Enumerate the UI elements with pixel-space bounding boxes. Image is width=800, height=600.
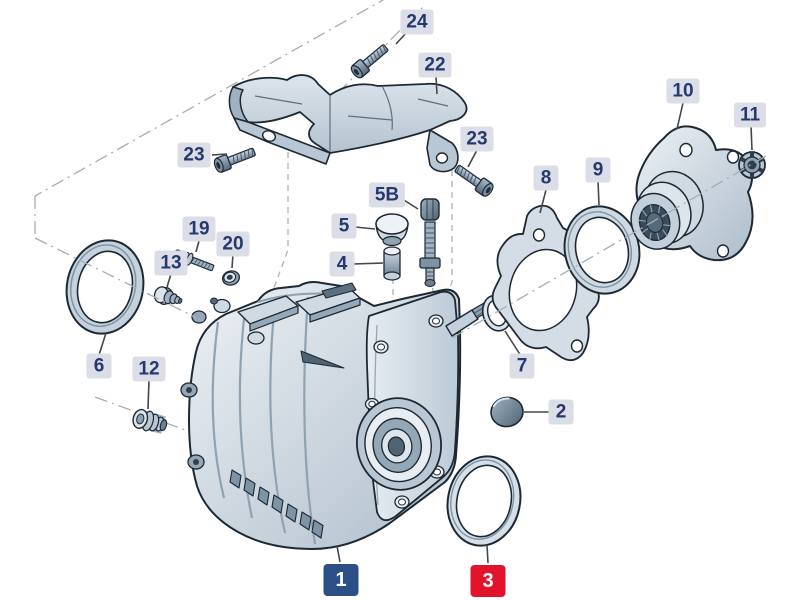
- callout-10[interactable]: 10: [666, 78, 700, 104]
- callout-11[interactable]: 11: [733, 102, 767, 128]
- part-washer-20: [221, 270, 241, 286]
- callout-3[interactable]: 3: [470, 565, 506, 597]
- part-screw-24: [348, 40, 392, 81]
- main-axis-lines-over: [34, 155, 767, 339]
- part-seal-ring-6: [65, 239, 145, 335]
- callout-7[interactable]: 7: [509, 353, 535, 379]
- callout-1[interactable]: 1: [323, 564, 359, 596]
- part-cap-5: [375, 213, 409, 247]
- callout-6[interactable]: 6: [86, 353, 112, 379]
- part-cover-bracket: [228, 74, 468, 173]
- part-breather-valve-5b: [419, 198, 441, 288]
- callout-5[interactable]: 5: [331, 213, 357, 239]
- callout-8[interactable]: 8: [533, 165, 559, 191]
- housing-bolt-holes: [364, 314, 445, 509]
- part-sleeve-4: [383, 246, 401, 281]
- part-seal-ring-3: [446, 455, 522, 547]
- part-transfer-case-housing: [180, 281, 490, 550]
- callout-23-right[interactable]: 23: [460, 126, 494, 152]
- callout-4[interactable]: 4: [329, 251, 355, 277]
- callout-24[interactable]: 24: [400, 9, 434, 35]
- part-plug-13: [153, 286, 183, 306]
- callout-5b[interactable]: 5B: [368, 182, 406, 208]
- part-cap-2: [490, 396, 524, 428]
- callout-23-left[interactable]: 23: [177, 142, 211, 168]
- part-screw-23-left: [211, 144, 258, 175]
- part-plug-12: [132, 408, 168, 434]
- housing-bearing: [355, 397, 443, 491]
- callout-12[interactable]: 12: [132, 356, 166, 382]
- part-seal-ring-9: [563, 205, 641, 295]
- part-drive-flange-10: [630, 125, 754, 262]
- part-flange-nut-11: [738, 151, 766, 179]
- callout-9[interactable]: 9: [585, 157, 611, 183]
- part-screw-23-right: [451, 161, 496, 199]
- callout-20[interactable]: 20: [216, 231, 250, 257]
- callout-13[interactable]: 13: [154, 250, 188, 276]
- callout-19[interactable]: 19: [182, 216, 216, 242]
- callout-22[interactable]: 22: [418, 52, 452, 78]
- callout-2[interactable]: 2: [548, 399, 574, 425]
